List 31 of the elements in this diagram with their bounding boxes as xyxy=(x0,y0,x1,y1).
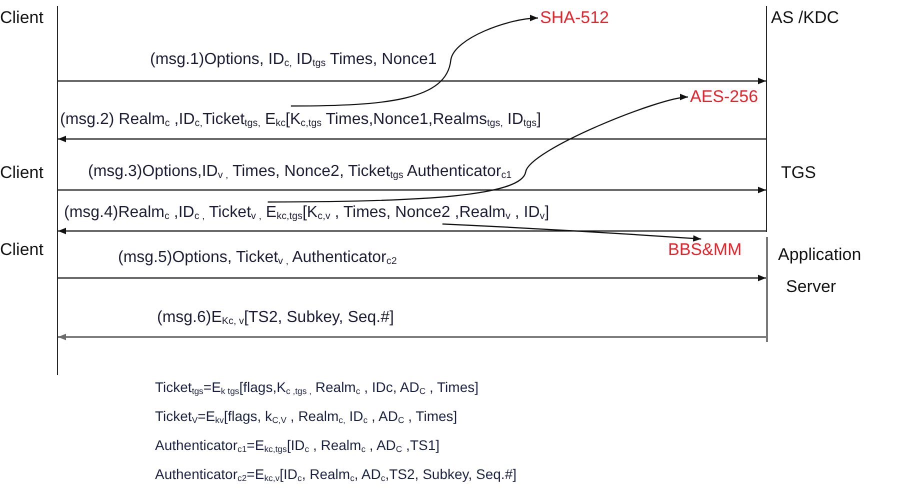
leader-arrow xyxy=(290,15,538,107)
algorithm-label: BBS&MM xyxy=(668,240,742,260)
message-arrow xyxy=(58,274,766,282)
participant-label: TGS xyxy=(781,163,816,183)
formula-text: Authenticator$_{c2}$=E$_{kc,v}$[ID$_{c}$, Realm$_{c}$, AD$_{c}$,TS2, Subkey, Seq.#] xyxy=(155,465,516,483)
participant-lifeline xyxy=(0,160,58,237)
participant-label: AS /KDC xyxy=(771,8,840,28)
message-arrow xyxy=(58,78,766,84)
participant-lifeline xyxy=(0,237,58,375)
leader-arrow xyxy=(268,94,688,203)
algorithm-label: AES-256 xyxy=(690,87,758,107)
message-arrow xyxy=(58,228,766,234)
formula-text: Authenticator$_{c1}$=E$_{kc,tgs}$[ID$_{c}$ , Realm$_{c}$ , AD$_{C}$ ,TS1] xyxy=(155,436,440,454)
message-label: (msg.5)Options, Ticket$_{v ,}$ Authenticator$_{c2}$ xyxy=(118,248,397,268)
message-arrow xyxy=(58,334,766,340)
formula-text: Ticket$_{tgs}$=E$_{k tgs}$[flags,K$_{c ,tgs ,}$ Realm$_{c}$ , IDc, AD$_{C}$ , Times] xyxy=(155,378,478,396)
message-arrow xyxy=(58,136,766,142)
leader-arrow xyxy=(442,223,702,242)
participant-lifeline xyxy=(0,6,58,160)
algorithm-label: SHA-512 xyxy=(540,8,609,28)
message-label: (msg.1)Options, ID$_{c,}$ ID$_{tgs}$ Times, Nonce1 xyxy=(150,50,437,70)
participant-label: Client xyxy=(0,163,44,183)
message-label: (msg.3)Options,ID$_{v ,}$ Times, Nonce2, Ticket$_{tgs}$ Authenticator$_{c1}$ xyxy=(88,162,512,182)
participant-label: Client xyxy=(0,8,44,28)
participant-label: Application Server xyxy=(778,244,862,298)
participant-label: Client xyxy=(0,240,44,260)
formula-text: Ticket$_{V}$=E$_{kv}$[flags, k$_{C,V}$ , Realm$_{c,}$ ID$_{c}$ , AD$_{C}$ , Times] xyxy=(155,407,458,425)
message-label: (msg.2) Realm$_{c}$ ,ID$_{c,}$Ticket$_{tgs,}$ E$_{kc}$[K$_{c,tgs}$ Times,Nonce1,Realms$_{tgs,}$ ID$_{tgs}$] xyxy=(60,110,542,130)
message-label: (msg.6)E$_{Kc, v}$[TS2, Subkey, Seq.#] xyxy=(157,308,394,328)
message-arrow xyxy=(58,186,766,194)
message-label: (msg.4)Realm$_{c}$ ,ID$_{c ,}$ Ticket$_{v ,}$ E$_{kc,tgs}$[K$_{c,v}$ , Times, Nonce2 ,Realm$_{v}$ , ID$_{v}$] xyxy=(64,203,550,223)
